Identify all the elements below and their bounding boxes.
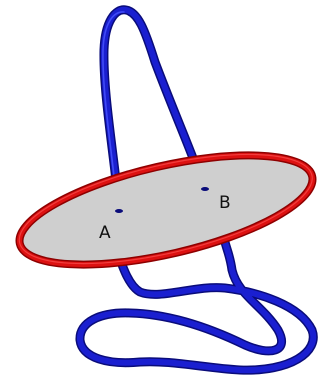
disc-rim — [15, 151, 317, 269]
label-a: A — [99, 223, 111, 243]
disc — [19, 155, 313, 265]
piercing-point-b — [201, 187, 209, 191]
piercing-point-a — [115, 209, 123, 213]
lower-loop — [75, 233, 318, 375]
label-b: B — [219, 193, 231, 213]
upper-arch — [99, 5, 209, 215]
